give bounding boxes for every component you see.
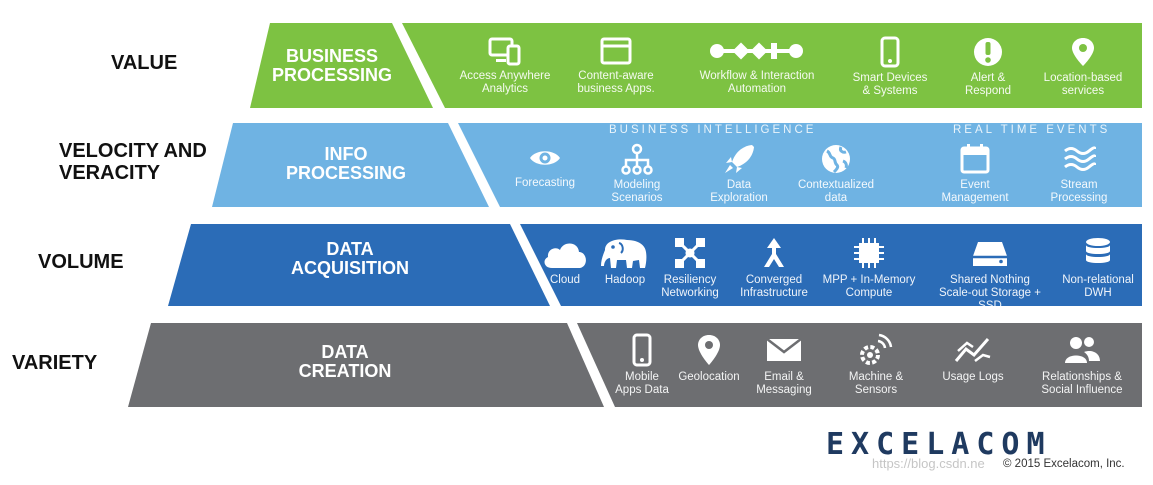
layer-title-data-acquisition: DATA ACQUISITION: [290, 239, 409, 278]
item-label: Forecasting: [514, 177, 576, 189]
item-label: Contextualized data: [797, 179, 875, 204]
layer-title-info-processing: INFO PROCESSING: [285, 144, 407, 183]
side-label-value: VALUE: [111, 52, 178, 74]
item-label: Content-aware business Apps.: [577, 70, 655, 95]
item-contextualized-data: Contextualized data: [776, 143, 896, 205]
band-data-acquisition-left: [168, 224, 550, 306]
item-location-based-services: Location-based services: [1023, 36, 1143, 98]
item-label: Workflow & Interaction Automation: [699, 70, 815, 95]
band-info-processing-right: [458, 123, 1142, 207]
item-email-messaging: Email & Messaging: [724, 333, 844, 397]
group-header-real-time-events: REAL TIME EVENTS: [953, 124, 1111, 136]
item-content-aware-business-apps: Content-aware business Apps.: [556, 36, 676, 96]
item-label: Geolocation: [678, 371, 740, 383]
item-label: Alert & Respond: [964, 72, 1012, 97]
envelope-icon: [766, 338, 802, 361]
band-info-processing-left: [212, 123, 489, 207]
browser-window-icon: [600, 37, 632, 65]
item-label: Usage Logs: [942, 371, 1004, 383]
alert-icon: [974, 38, 1002, 66]
item-hadoop: Hadoop: [565, 236, 685, 287]
item-label: Hadoop: [604, 274, 646, 286]
watermark-url: https://blog.csdn.ne: [872, 456, 985, 471]
item-mpp-in-memory: MPP + In-Memory Compute: [809, 236, 929, 300]
item-smart-devices: Smart Devices & Systems: [830, 36, 950, 98]
item-label: Machine & Sensors: [848, 371, 904, 396]
smartphone-icon: [880, 36, 900, 68]
item-stream-processing: Stream Processing: [1019, 143, 1139, 205]
item-label: Location-based services: [1043, 72, 1123, 97]
item-label: Modeling Scenarios: [611, 179, 663, 204]
line-chart-icon: [954, 338, 991, 362]
item-alert-respond: Alert & Respond: [928, 36, 1048, 98]
item-usage-logs: Usage Logs: [913, 333, 1033, 384]
item-workflow-automation: Workflow & Interaction Automation: [697, 36, 817, 96]
mobile-phone-icon: [632, 333, 652, 367]
sensor-gear-icon: [860, 333, 893, 365]
layer-title-data-creation: DATA CREATION: [298, 342, 392, 381]
band-business-processing-right: [402, 23, 1142, 108]
item-label: Resiliency Networking: [661, 274, 719, 299]
item-label: Access Anywhere Analytics: [459, 70, 551, 95]
item-modeling-scenarios: Modeling Scenarios: [577, 143, 697, 205]
item-relationships-social: Relationships & Social Influence: [1022, 333, 1142, 397]
converge-arrow-icon: [764, 238, 784, 267]
item-machine-sensors: Machine & Sensors: [816, 333, 936, 397]
item-label: Shared Nothing Scale-out Storage + SSD: [939, 274, 1041, 312]
chip-icon: [854, 238, 884, 268]
elephant-icon: [601, 239, 647, 268]
copyright-text: © 2015 Excelacom, Inc.: [1003, 458, 1125, 470]
waves-icon: [1064, 146, 1096, 171]
geolocation-pin-icon: [698, 335, 720, 365]
drive-icon: [973, 242, 1007, 266]
item-label: Email & Messaging: [756, 371, 812, 396]
calendar-icon: [960, 144, 990, 174]
item-label: MPP + In-Memory Compute: [822, 274, 916, 299]
cloud-icon: [544, 243, 586, 268]
excelacom-logo: EXCELACOM: [826, 427, 1052, 462]
item-forecasting: Forecasting: [485, 143, 605, 190]
item-cloud: Cloud: [505, 236, 625, 287]
band-data-creation-left: [128, 323, 604, 407]
side-label-volume: VOLUME: [38, 251, 124, 273]
item-label: Smart Devices & Systems: [852, 72, 928, 97]
hierarchy-icon: [621, 143, 653, 175]
item-label: Data Exploration: [710, 179, 768, 204]
devices-icon: [488, 37, 521, 66]
item-label: Cloud: [549, 274, 581, 286]
item-label: Stream Processing: [1050, 179, 1108, 204]
item-mobile-apps-data: Mobile Apps Data: [582, 333, 702, 397]
item-non-relational-dwh: Non-relational DWH: [1038, 236, 1153, 300]
globe-icon: [822, 145, 850, 174]
layer-title-business-processing: BUSINESS PROCESSING: [271, 46, 393, 85]
item-label: Mobile Apps Data: [615, 371, 669, 396]
item-resiliency-networking: Resiliency Networking: [630, 236, 750, 300]
eye-icon: [530, 151, 560, 165]
location-pin-icon: [1072, 38, 1094, 66]
item-shared-nothing-storage: Shared Nothing Scale-out Storage + SSD: [930, 236, 1050, 313]
rocket-icon: [725, 145, 754, 173]
network-icon: [675, 238, 705, 268]
workflow-icon: [710, 42, 803, 60]
item-label: Relationships & Social Influence: [1041, 371, 1123, 396]
group-header-business-intelligence: BUSINESS INTELLIGENCE: [609, 124, 817, 136]
side-label-velocity-veracity: VELOCITY AND VERACITY: [59, 140, 207, 184]
item-access-anywhere-analytics: Access Anywhere Analytics: [445, 36, 565, 96]
item-geolocation: Geolocation: [649, 333, 769, 384]
side-label-variety: VARIETY: [12, 352, 98, 374]
item-label: Converged Infrastructure: [740, 274, 808, 299]
item-label: Event Management: [941, 179, 1009, 204]
band-business-processing-left: [250, 23, 433, 108]
item-event-management: Event Management: [915, 143, 1035, 205]
database-icon: [1086, 238, 1110, 263]
item-label: Non-relational DWH: [1062, 274, 1134, 299]
item-converged-infrastructure: Converged Infrastructure: [714, 236, 834, 300]
people-icon: [1065, 337, 1100, 363]
item-data-exploration: Data Exploration: [679, 143, 799, 205]
